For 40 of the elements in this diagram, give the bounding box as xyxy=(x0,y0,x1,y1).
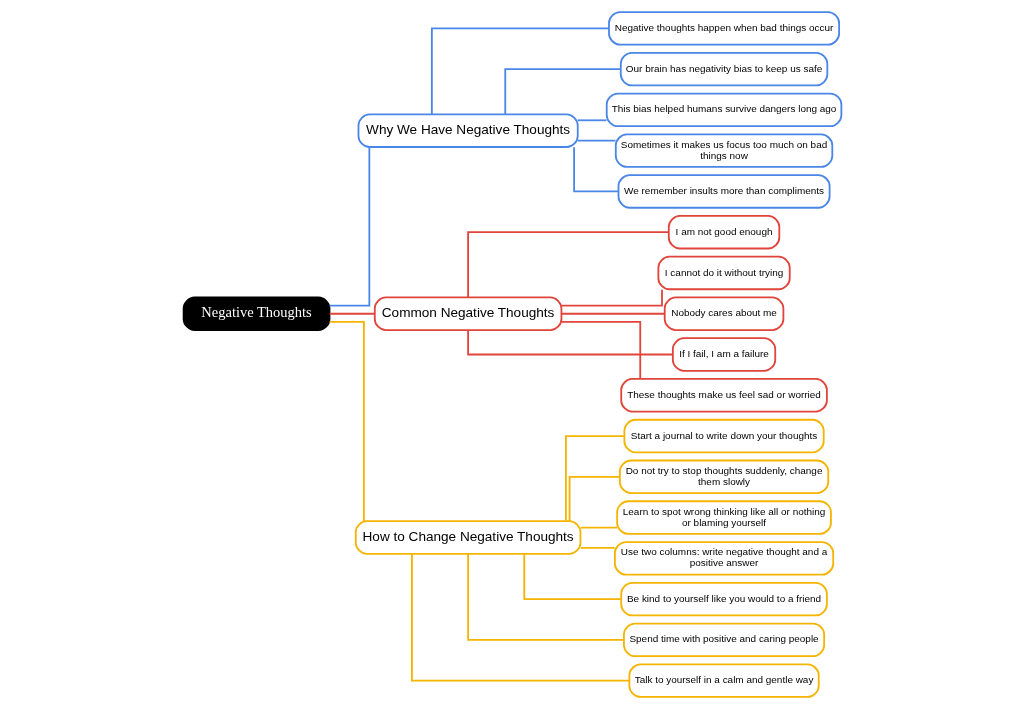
connector xyxy=(466,329,673,356)
connector xyxy=(522,553,622,601)
connector xyxy=(503,68,622,116)
connector xyxy=(579,547,616,549)
node-box: This bias helped humans survive dangers long ago xyxy=(605,92,842,128)
connector xyxy=(466,553,625,641)
connector xyxy=(328,320,365,522)
node-box: Common Negative Thoughts xyxy=(373,296,562,331)
node-box: Use two columns: write negative thought and a positive answer xyxy=(613,541,834,576)
node-box: If I fail, I am a failure xyxy=(671,337,776,372)
node-box: Be kind to yourself like you would to a friend xyxy=(619,581,828,617)
node-box: Sometimes it makes us focus too much on bad things now xyxy=(614,133,833,168)
connector xyxy=(568,475,621,522)
node-box: I cannot do it without trying xyxy=(656,255,791,291)
connector xyxy=(560,312,666,315)
node-box: We remember insults more than compliments xyxy=(617,174,830,209)
connector xyxy=(564,435,625,522)
node-box: How to Change Negative Thoughts xyxy=(354,520,581,555)
connector xyxy=(328,312,375,315)
node-box: Start a journal to write down your thoughts xyxy=(623,418,825,454)
node-box: Why We Have Negative Thoughts xyxy=(357,113,579,148)
node-box: Spend time with positive and caring people xyxy=(622,622,825,658)
connector xyxy=(576,139,616,142)
connector xyxy=(560,320,641,380)
node-box: Learn to spot wrong thinking like all or nothing or blaming yourself xyxy=(615,500,832,535)
connector xyxy=(466,231,669,299)
node-box: Do not try to stop thoughts suddenly, change them slowly xyxy=(618,459,829,495)
connector xyxy=(576,119,607,122)
connector xyxy=(328,146,370,307)
node-box: Our brain has negativity bias to keep us safe xyxy=(619,51,828,87)
node-box: Nobody cares about me xyxy=(663,296,784,331)
node-box: Negative Thoughts xyxy=(182,296,330,331)
node-box: I am not good enough xyxy=(667,214,780,250)
connector xyxy=(410,553,630,682)
connector xyxy=(572,146,619,193)
connector xyxy=(430,27,609,116)
connector xyxy=(579,526,618,529)
node-box: These thoughts make us feel sad or worried xyxy=(619,378,828,413)
node-box: Talk to yourself in a calm and gentle way xyxy=(627,663,820,698)
node-box: Negative thoughts happen when bad things occur xyxy=(607,11,840,46)
